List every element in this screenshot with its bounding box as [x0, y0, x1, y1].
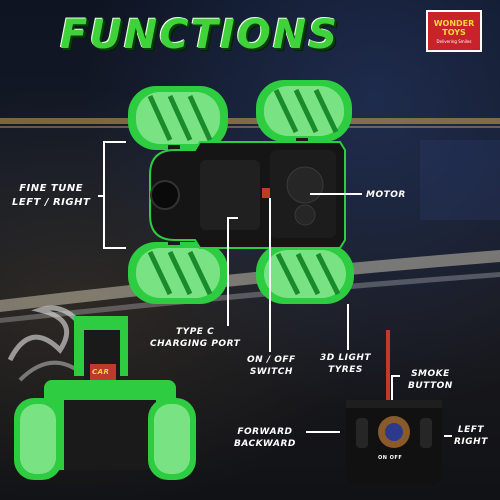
- remote-control: [346, 330, 442, 486]
- wheel-top-right: [256, 80, 352, 142]
- car-front-view: [7, 305, 196, 480]
- brand-name: WONDER: [433, 18, 475, 28]
- label-3d-light-tyres: 3D LIGHT TYRES: [320, 353, 372, 375]
- label-type-c: TYPE C CHARGING PORT: [150, 327, 241, 349]
- car-chassis: [149, 141, 346, 249]
- label-on-off-switch: ON / OFF SWITCH: [247, 355, 296, 377]
- label-smoke-button: SMOKE BUTTON: [408, 369, 453, 391]
- car-decal: CAR: [92, 368, 110, 376]
- remote-switch-text: ON OFF: [378, 455, 403, 461]
- car-top-view: [128, 80, 354, 304]
- label-motor: MOTOR: [366, 190, 406, 200]
- wheel-bottom-right: [256, 244, 354, 304]
- brand-name-line2: TOYS: [442, 27, 466, 37]
- wheel-top-left: [128, 86, 228, 150]
- label-fine-tune: FINE TUNE LEFT / RIGHT: [12, 183, 91, 208]
- brand-tagline: Delivering Smiles: [436, 38, 472, 44]
- brand-logo: WONDER TOYS Delivering Smiles: [426, 10, 482, 52]
- wheel-bottom-left: [128, 242, 228, 304]
- label-forward-backward: FORWARD BACKWARD: [234, 427, 296, 449]
- background-light-streaks: [0, 118, 500, 323]
- label-left-right: LEFT RIGHT: [454, 425, 488, 447]
- page-title: FUNCTIONS: [60, 12, 340, 58]
